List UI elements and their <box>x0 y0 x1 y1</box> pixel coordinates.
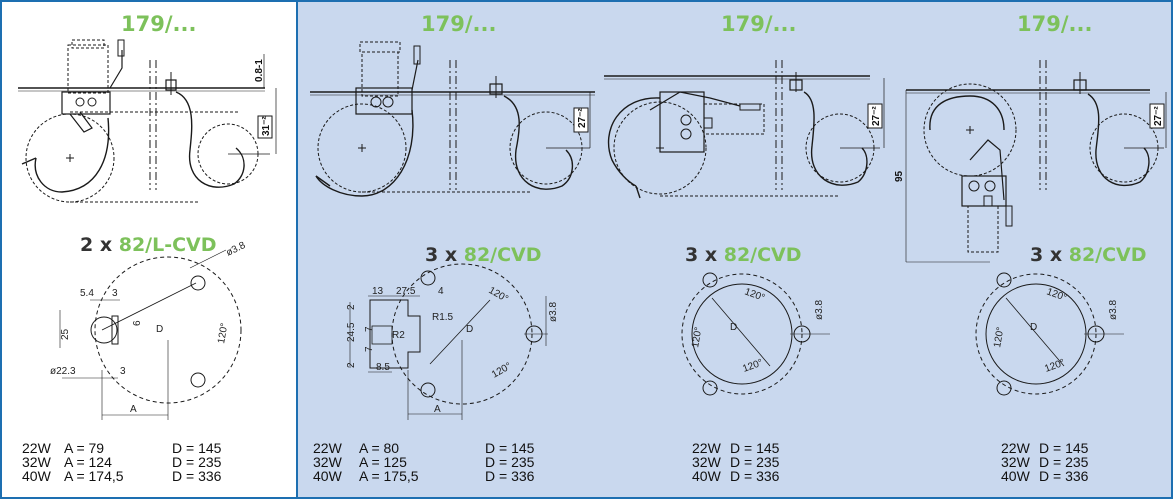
p2-dim-label: 2 <box>346 362 357 368</box>
p1-a-label: A <box>130 404 137 415</box>
p2-dim-label: 24.5 <box>346 322 357 342</box>
p4-d-label: D <box>1030 322 1037 333</box>
fitting-code: 82/CVD <box>1068 244 1147 266</box>
p1-angle-label: 120° <box>216 322 230 344</box>
panel-2-hole-pattern <box>349 263 548 420</box>
p1-dim-label: 25 <box>60 328 71 340</box>
p2-dim-label: 7 <box>364 346 375 352</box>
p3-hole-label: ø3.8 <box>814 300 825 320</box>
p4-height-label: 27⁻² <box>1153 106 1164 126</box>
panel-2-model-code: 179/... <box>421 12 497 36</box>
panel-4-model-code: 179/... <box>1017 12 1093 36</box>
panel-1-fitting-title: 2 x 82/L-CVD <box>80 234 217 256</box>
panel-3-model-code: 179/... <box>721 12 797 36</box>
p4-hole-label: ø3.8 <box>1108 300 1119 320</box>
p2-hole-label: ø3.8 <box>548 302 559 322</box>
p1-height-label: 31⁻² <box>261 116 272 136</box>
p1-d-label: D <box>156 324 163 335</box>
p4-depth-label: 95 <box>894 170 905 182</box>
p1-dim-label: 5.4 <box>80 288 94 299</box>
p2-dim-label: 2 <box>346 304 357 310</box>
p2-dim-label: 8.5 <box>376 362 390 373</box>
panel-4-mounting-drawing <box>905 60 1167 263</box>
p2-dim-label: 4 <box>438 286 444 297</box>
fitting-code: 82/CVD <box>723 244 802 266</box>
p1-dim-label: 3 <box>112 288 118 299</box>
fitting-count: 3 x <box>1030 244 1063 266</box>
panel-3-mounting-drawing <box>604 60 885 199</box>
fitting-count: 3 x <box>425 244 458 266</box>
p3-height-label: 27⁻² <box>871 106 882 126</box>
fitting-code: 82/L-CVD <box>118 234 217 256</box>
p2-dim-label: 27.5 <box>396 286 416 297</box>
p2-radius-label: R2 <box>392 330 405 341</box>
fitting-count: 3 x <box>685 244 718 266</box>
p4-angle-label: 120° <box>992 326 1006 348</box>
panel-4-fitting-title: 3 x 82/CVD <box>1030 244 1147 266</box>
p2-d-label: D <box>466 324 473 335</box>
p2-dim-label: 7 <box>364 326 375 332</box>
panel-divider <box>296 0 298 499</box>
p2-radius-label: R1.5 <box>432 312 454 323</box>
panel-2-fitting-title: 3 x 82/CVD <box>425 244 542 266</box>
p1-dim-label: 3 <box>120 366 126 377</box>
p2-height-label: 27⁻² <box>577 108 588 128</box>
p3-d-label: D <box>730 322 737 333</box>
panel-1-model-code: 179/... <box>121 12 197 36</box>
p1-dim-label: ø22.3 <box>50 366 76 377</box>
panel-3-fitting-title: 3 x 82/CVD <box>685 244 802 266</box>
panel-1-hole-pattern <box>59 249 242 420</box>
p1-dim-label: 6 <box>132 320 143 326</box>
panel-1-background <box>2 2 297 497</box>
p2-dim-label: 13 <box>372 286 384 297</box>
fitting-code: 82/CVD <box>463 244 542 266</box>
panel-1-mounting-drawing <box>18 39 277 203</box>
p3-angle-label: 120° <box>690 326 704 348</box>
panel-3-hole-pattern <box>681 272 830 396</box>
p1-plate-thickness-label: 0.8-1 <box>254 59 265 82</box>
panel-4-hole-pattern <box>975 272 1124 396</box>
panels-2-4-background <box>297 2 1171 497</box>
panel-2-mounting-drawing <box>310 41 595 197</box>
p2-a-label: A <box>434 404 441 415</box>
fitting-count: 2 x <box>80 234 113 256</box>
